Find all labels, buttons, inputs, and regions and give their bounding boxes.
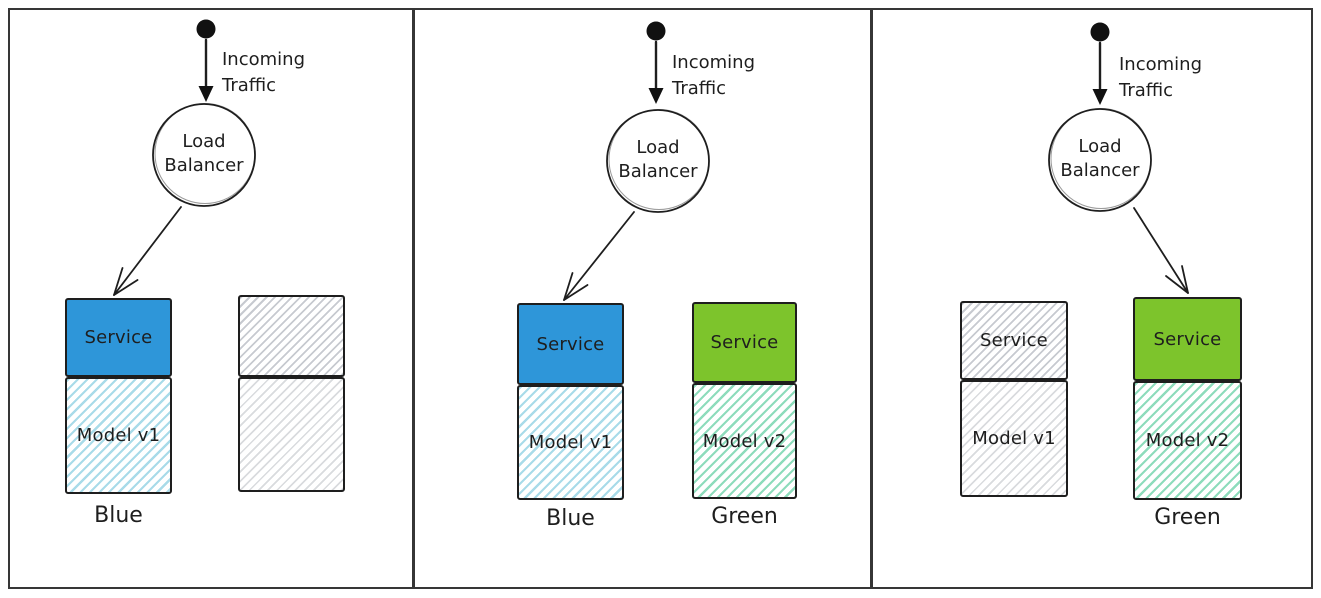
panel2-load-balancer-label: Load Balancer bbox=[618, 137, 698, 182]
panel2-blue-caption: Blue bbox=[546, 506, 595, 531]
panel1-empty-service-box bbox=[238, 295, 345, 377]
service-label: Service bbox=[980, 330, 1048, 351]
panel2-green-service-box: Service bbox=[692, 302, 797, 383]
outer-frame bbox=[8, 8, 1313, 589]
panel3-load-balancer-label: Load Balancer bbox=[1060, 136, 1140, 181]
panel3-retired-service-box: Service bbox=[960, 301, 1068, 380]
panel2-blue-model-box: Model v1 bbox=[517, 385, 624, 500]
panel3-incoming-traffic-label: Incoming Traffic bbox=[1119, 54, 1202, 101]
panel3-green-model-box: Model v2 bbox=[1133, 381, 1242, 500]
model-label: Model v1 bbox=[972, 428, 1056, 449]
panel-divider-2 bbox=[870, 9, 873, 588]
panel2-blue-service-box: Service bbox=[517, 303, 624, 385]
panel1-blue-model-box: Model v1 bbox=[65, 377, 172, 494]
panel1-load-balancer-label: Load Balancer bbox=[164, 131, 244, 176]
service-label: Service bbox=[536, 333, 605, 355]
panel2-green-caption: Green bbox=[711, 504, 778, 529]
panel2-incoming-traffic-label: Incoming Traffic bbox=[672, 52, 755, 99]
panel1-empty-model-box bbox=[238, 377, 345, 492]
panel3-green-service-box: Service bbox=[1133, 297, 1242, 381]
panel1-blue-caption: Blue bbox=[94, 503, 143, 528]
model-label: Model v1 bbox=[76, 425, 161, 446]
panel-divider-1 bbox=[412, 9, 415, 588]
service-label: Service bbox=[710, 332, 779, 353]
panel1-incoming-traffic-label: Incoming Traffic bbox=[222, 49, 305, 96]
model-label: Model v2 bbox=[702, 430, 787, 452]
panel2-green-model-box: Model v2 bbox=[692, 383, 797, 499]
panel3-retired-model-box: Model v1 bbox=[960, 380, 1068, 497]
panel1-blue-service-box: Service bbox=[65, 298, 172, 377]
service-label: Service bbox=[1153, 328, 1222, 350]
panel3-green-caption: Green bbox=[1154, 505, 1221, 530]
model-label: Model v2 bbox=[1145, 430, 1230, 451]
model-label: Model v1 bbox=[528, 432, 613, 453]
service-label: Service bbox=[84, 327, 153, 348]
